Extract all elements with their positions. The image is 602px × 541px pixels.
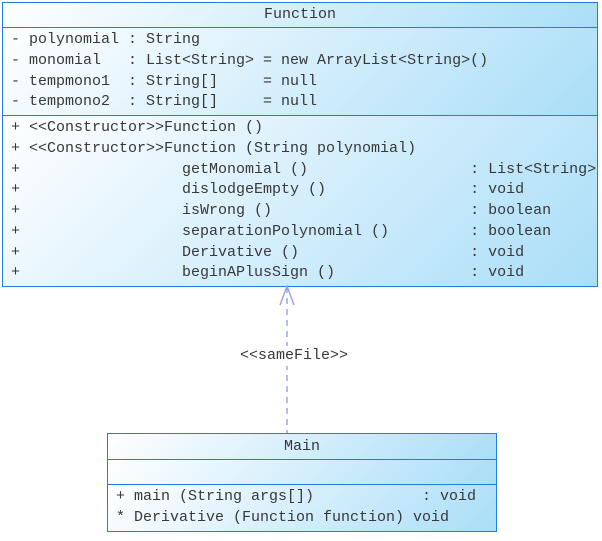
- method-row: + beginAPlusSign () : void: [11, 264, 525, 282]
- method-row: + main (String args[]) : void: [116, 488, 477, 505]
- method-row: + Derivative () : void: [11, 243, 525, 261]
- class-box-main[interactable]: Main + main (String args[]) : void * Der…: [107, 433, 497, 532]
- class-main-title: Main: [108, 434, 496, 459]
- attribute-row: - monomial : List<String> = new ArrayLis…: [11, 51, 489, 69]
- attribute-row: - tempmono2 : String[] = null: [11, 93, 318, 111]
- method-row: + isWrong () : boolean: [11, 202, 552, 219]
- class-box-function[interactable]: Function - polynomial : String - monomia…: [2, 2, 598, 287]
- attribute-row: - polynomial : String: [11, 31, 201, 48]
- relationship-stereotype-label: <<sameFile>>: [222, 346, 366, 366]
- method-row: + <<Constructor>>Function (): [11, 119, 264, 136]
- class-main-methods: + main (String args[]) : void * Derivati…: [108, 484, 496, 531]
- method-row: + <<Constructor>>Function (String polyno…: [11, 139, 417, 157]
- class-function-title: Function: [3, 3, 597, 27]
- method-row: + dislodgeEmpty () : void: [11, 181, 525, 199]
- class-main-attributes: [108, 459, 496, 484]
- attribute-row: - tempmono1 : String[] = null: [11, 72, 318, 90]
- method-row: + separationPolynomial () : boolean: [11, 222, 552, 240]
- method-row: + getMonomial () : List<String>: [11, 160, 597, 178]
- method-row: * Derivative (Function function) void: [116, 508, 450, 526]
- dependency-arrowhead-icon: [279, 283, 295, 306]
- class-function-attributes: - polynomial : String - monomial : List<…: [3, 27, 597, 115]
- class-function-methods: + <<Constructor>>Function () + <<Constru…: [3, 115, 597, 286]
